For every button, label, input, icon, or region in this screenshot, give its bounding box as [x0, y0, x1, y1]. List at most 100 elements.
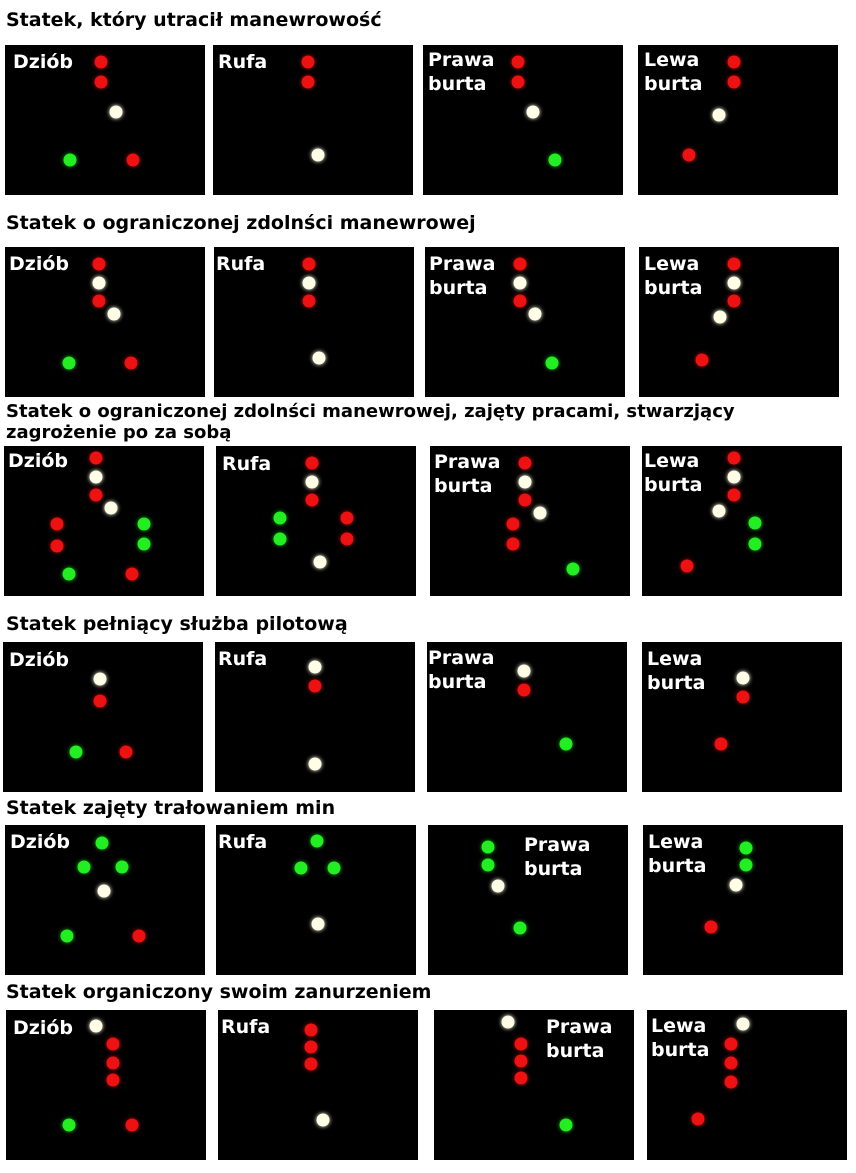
white-light	[727, 276, 741, 290]
white-light	[517, 664, 531, 678]
view-panel: Lewa burta	[643, 825, 843, 975]
red-light	[89, 488, 103, 502]
green-light	[77, 860, 91, 874]
view-label: Dziób	[13, 51, 73, 73]
white-light	[729, 878, 743, 892]
white-light	[736, 1017, 750, 1031]
white-light	[109, 105, 123, 119]
view-label: Lewa burta	[647, 648, 706, 694]
view-panel: Prawa burta	[430, 446, 630, 596]
section-title: Statek, który utracił manewrowość	[6, 9, 382, 31]
red-light	[727, 257, 741, 271]
view-label: Dziób	[9, 253, 69, 275]
view-label: Prawa burta	[428, 647, 495, 693]
view-label: Dziób	[8, 450, 68, 472]
green-light	[137, 537, 151, 551]
green-light	[95, 836, 109, 850]
white-light	[302, 276, 316, 290]
view-label: Lewa burta	[644, 450, 703, 496]
red-light	[302, 257, 316, 271]
red-light	[513, 257, 527, 271]
red-light	[511, 75, 525, 89]
view-panel: Dziób	[5, 247, 205, 397]
green-light	[62, 567, 76, 581]
red-light	[301, 75, 315, 89]
white-light	[308, 757, 322, 771]
view-panel: Lewa burta	[642, 446, 842, 596]
red-light	[682, 148, 696, 162]
view-label: Lewa burta	[644, 253, 703, 299]
red-light	[704, 920, 718, 934]
view-panel: Prawa burta	[434, 1010, 634, 1160]
red-light	[695, 353, 709, 367]
white-light	[97, 884, 111, 898]
red-light	[301, 55, 315, 69]
view-label: Rufa	[218, 831, 268, 853]
view-label: Dziób	[10, 831, 70, 853]
white-light	[713, 310, 727, 324]
view-label: Rufa	[221, 1016, 271, 1038]
view-panel: Prawa burta	[428, 825, 628, 975]
view-label: Prawa burta	[428, 49, 495, 95]
green-light	[294, 861, 308, 875]
red-light	[124, 356, 138, 370]
view-panel: Lewa burta	[642, 642, 842, 792]
white-light	[528, 307, 542, 321]
white-light	[89, 470, 103, 484]
green-light	[748, 537, 762, 551]
red-light	[340, 511, 354, 525]
red-light	[680, 559, 694, 573]
view-label: Prawa burta	[546, 1016, 613, 1062]
red-light	[506, 517, 520, 531]
view-label: Rufa	[216, 253, 266, 275]
view-panel: Dziób	[6, 1010, 206, 1160]
white-light	[313, 555, 327, 569]
section-title: Statek o ograniczonej zdolnści manewrowe…	[6, 212, 476, 234]
green-light	[310, 834, 324, 848]
red-light	[106, 1037, 120, 1051]
green-light	[559, 737, 573, 751]
red-light	[727, 294, 741, 308]
view-panel: Lewa burta	[647, 1010, 847, 1160]
view-label: Prawa burta	[524, 834, 591, 880]
white-light	[712, 108, 726, 122]
white-light	[311, 148, 325, 162]
view-panel: Rufa	[215, 642, 415, 792]
green-light	[63, 153, 77, 167]
red-light	[125, 1118, 139, 1132]
red-light	[119, 745, 133, 759]
view-panel: Prawa burta	[423, 45, 623, 195]
view-panel: Prawa burta	[425, 247, 625, 397]
white-light	[518, 475, 532, 489]
white-light	[92, 276, 106, 290]
green-light	[566, 562, 580, 576]
white-light	[491, 879, 505, 893]
view-label: Dziób	[9, 649, 69, 671]
green-light	[739, 841, 753, 855]
white-light	[312, 351, 326, 365]
red-light	[305, 456, 319, 470]
red-light	[305, 493, 319, 507]
red-light	[727, 75, 741, 89]
green-light	[545, 356, 559, 370]
view-label: Lewa burta	[651, 1015, 710, 1061]
section-title: Statek zajęty trałowaniem min	[6, 797, 336, 819]
red-light	[340, 532, 354, 546]
red-light	[518, 493, 532, 507]
red-light	[50, 517, 64, 531]
green-light	[748, 516, 762, 530]
white-light	[107, 307, 121, 321]
green-light	[60, 929, 74, 943]
green-light	[273, 532, 287, 546]
red-light	[691, 1112, 705, 1126]
red-light	[727, 55, 741, 69]
red-light	[727, 488, 741, 502]
green-light	[62, 1118, 76, 1132]
green-light	[273, 511, 287, 525]
red-light	[736, 690, 750, 704]
view-label: Dziób	[13, 1017, 73, 1039]
red-light	[94, 75, 108, 89]
view-label: Lewa burta	[648, 831, 707, 877]
green-light	[481, 858, 495, 872]
view-panel: Dziób	[3, 642, 203, 792]
